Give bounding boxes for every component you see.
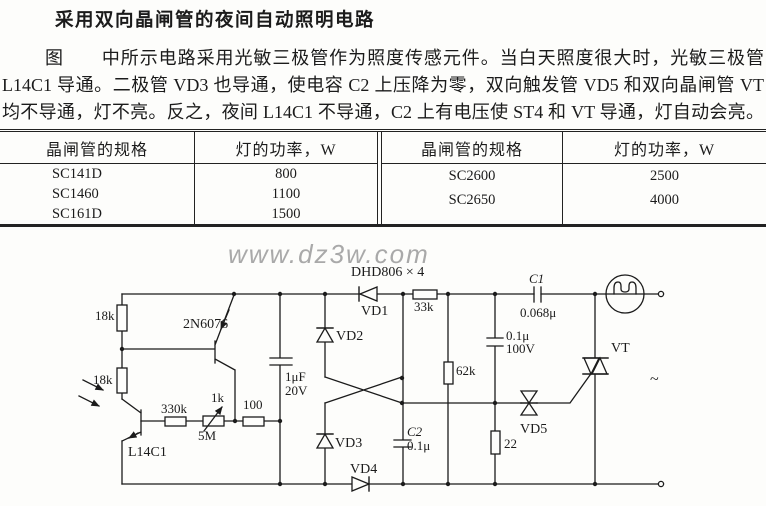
label-vd4: VD4 [350, 462, 377, 477]
diodes [315, 286, 539, 492]
table-cell: 1100 [271, 185, 301, 202]
table-header: 晶闸管的规格 [382, 132, 563, 164]
diode-set-label: DHD806 × 4 [351, 265, 424, 280]
page-title: 采用双向晶闸管的夜间自动照明电路 [55, 11, 376, 31]
label-vd5: VD5 [520, 422, 547, 437]
ac-terminal-top [657, 290, 665, 298]
diode-vd1 [358, 286, 378, 302]
resistor-22 [490, 430, 501, 455]
diode-vd3 [315, 432, 335, 449]
lamp [605, 274, 645, 314]
label-vd2: VD2 [336, 329, 363, 344]
body-line-1: 图 中所示电路采用光敏三极管作为照度传感元件。当白天照度很大时，光敏三极管 [45, 48, 764, 68]
table-cell-empty [563, 212, 766, 224]
label-l14c1: L14C1 [128, 445, 167, 460]
label-vd1: VD1 [361, 304, 388, 319]
body-line-2: L14C1 导通。二极管 VD3 也导通，使电容 C2 上压降为零，双向触发管 … [2, 75, 764, 95]
label-r18-bottom: 18k [93, 372, 113, 387]
table-cell: SC141D [0, 164, 195, 184]
label-r18-top: 18k [95, 308, 115, 323]
ac-symbol: ~ [650, 371, 659, 388]
triac-vt [582, 356, 609, 376]
diode-bars [316, 286, 538, 492]
label-33k: 33k [414, 299, 434, 314]
table-header: 灯的功率，W [195, 132, 377, 164]
body-line-3: 均不导通，灯不亮。反之，夜间 L14C1 不导通，C2 上有电压使 ST4 和 … [2, 102, 764, 122]
label-c1: C1 [529, 271, 544, 286]
label-2n6076: 2N6076 [183, 317, 228, 332]
table-cell: 2500 [650, 167, 679, 184]
spec-table-right: 晶闸管的规格 灯的功率，W SC2600 2500 SC2650 4000 [382, 132, 766, 224]
label-vt: VT [611, 341, 630, 356]
resistor-boxes [116, 289, 501, 455]
resistor-62k [443, 361, 454, 385]
table-cell: SC2600 [382, 164, 563, 188]
label-62k: 62k [456, 363, 476, 378]
table-cell: SC161D [0, 204, 195, 224]
label-20v: 20V [285, 383, 308, 398]
junction-dots [119, 291, 598, 487]
label-c2: C2 [407, 424, 423, 439]
table-header: 灯的功率，W [563, 132, 766, 164]
label-1uf: 1μF [285, 369, 306, 384]
label-5m: 5M [198, 428, 217, 443]
table-cell: 800 [275, 165, 297, 182]
label-100v: 100V [506, 341, 536, 356]
diac-vd5-bottom [519, 401, 539, 416]
table-cell: SC2650 [382, 188, 563, 212]
resistor-18k-bottom [116, 367, 128, 394]
label-c2-value: 0.1μ [407, 438, 430, 453]
label-100: 100 [243, 397, 263, 412]
table-cell-empty [382, 212, 563, 224]
light-arrows [78, 379, 104, 407]
label-22: 22 [504, 436, 517, 451]
resistor-330k [164, 416, 187, 427]
label-330k: 330k [161, 401, 188, 416]
table-divider [377, 132, 382, 224]
table-header: 晶闸管的规格 [0, 132, 195, 164]
pot-wiper-arrow [203, 406, 223, 432]
potentiometer-5m [202, 415, 225, 427]
resistor-100 [242, 416, 265, 427]
transistor-arrows [128, 309, 230, 439]
component-labels: 18k 18k 2N6076 L14C1 330k 1k 5M 100 1μF … [93, 271, 659, 477]
table-cell: 1500 [271, 205, 301, 222]
label-vd3: VD3 [335, 436, 362, 451]
diode-vd4 [351, 476, 371, 492]
label-1k: 1k [211, 390, 225, 405]
ac-terminal-bottom [657, 480, 665, 488]
diac-vd5-top [519, 390, 539, 405]
body-text: 图 中所示电路采用光敏三极管作为照度传感元件。当白天照度很大时，光敏三极管 L1… [2, 45, 764, 126]
label-01uf: 0.1μ [506, 328, 529, 343]
resistor-18k-top [116, 304, 128, 332]
resistor-33k [412, 289, 438, 300]
spec-table: 晶闸管的规格 灯的功率，W SC141D 800 SC1460 1100 SC1… [0, 129, 766, 227]
circuit-diagram: www.dz3w.com DHD806 × 4 [78, 240, 665, 492]
table-cell: SC1460 [0, 184, 195, 204]
table-cell: 4000 [650, 191, 679, 208]
diode-vd2 [315, 326, 335, 343]
label-c1-value: 0.068μ [520, 305, 556, 320]
spec-table-left: 晶闸管的规格 灯的功率，W SC141D 800 SC1460 1100 SC1… [0, 132, 377, 224]
watermark: www.dz3w.com [228, 240, 430, 269]
